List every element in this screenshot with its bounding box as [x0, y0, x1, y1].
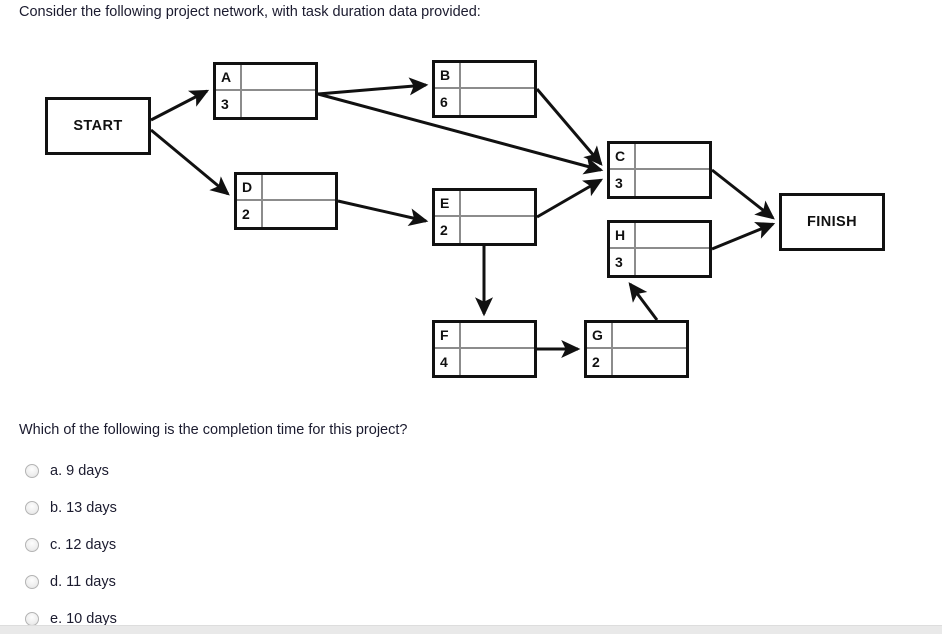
task-name-e: E — [435, 191, 461, 217]
edge-c-to-finish — [711, 168, 775, 220]
radio-button-d[interactable] — [25, 574, 39, 589]
task-name-g: G — [587, 323, 613, 349]
edge-h-to-finish — [711, 222, 776, 251]
edge-d-to-e — [337, 199, 429, 227]
task-duration-e: 2 — [435, 217, 461, 243]
task-name-a: A — [216, 65, 242, 91]
edge-b-to-c — [535, 88, 603, 166]
task-name-h: H — [610, 223, 636, 249]
edge-e-to-c — [536, 178, 604, 219]
answer-option-c[interactable]: c. 12 days — [19, 526, 439, 563]
task-cell-top-right-f — [461, 323, 534, 349]
task-cell-bottom-right-e — [461, 217, 534, 243]
terminal-node-start: START — [45, 97, 151, 155]
radio-button-b[interactable] — [25, 500, 39, 515]
answer-option-label-a: a. 9 days — [50, 462, 109, 479]
task-cell-top-right-d — [263, 175, 335, 201]
task-name-b: B — [435, 63, 461, 89]
task-duration-h: 3 — [610, 249, 636, 275]
task-cell-top-right-a — [242, 65, 315, 91]
task-duration-g: 2 — [587, 349, 613, 375]
answer-option-label-b: b. 13 days — [50, 499, 117, 516]
terminal-node-finish: FINISH — [779, 193, 885, 251]
bottom-bar — [0, 625, 942, 634]
radio-button-a[interactable] — [25, 463, 39, 478]
answer-option-label-c: c. 12 days — [50, 536, 117, 553]
task-cell-bottom-right-c — [636, 170, 709, 196]
task-cell-top-right-h — [636, 223, 709, 249]
answer-options-list: a. 9 days b. 13 days c. 12 days d. 11 days e… — [19, 452, 439, 637]
task-duration-a: 3 — [216, 91, 242, 117]
edge-a-to-b — [317, 77, 429, 96]
task-name-c: C — [610, 144, 636, 170]
answer-option-label-d: d. 11 days — [50, 573, 116, 590]
task-cell-top-right-b — [461, 63, 534, 89]
edge-start-to-d — [150, 128, 230, 196]
task-name-d: D — [237, 175, 263, 201]
task-duration-d: 2 — [237, 201, 263, 227]
answer-option-d[interactable]: d. 11 days — [19, 563, 439, 600]
radio-button-e[interactable] — [25, 611, 39, 626]
edge-g-to-h — [628, 282, 659, 321]
task-duration-b: 6 — [435, 89, 461, 115]
prompt-text: Consider the following project network, … — [19, 4, 481, 20]
task-cell-bottom-right-g — [613, 349, 686, 375]
task-cell-bottom-right-f — [461, 349, 534, 375]
task-cell-bottom-right-b — [461, 89, 534, 115]
terminal-label-finish: FINISH — [807, 214, 857, 230]
task-cell-bottom-right-a — [242, 91, 315, 117]
edge-a-to-c — [317, 92, 604, 175]
edge-group — [150, 77, 776, 358]
arrow-layer — [150, 77, 776, 358]
terminal-label-start: START — [73, 118, 123, 134]
edge-start-to-a — [150, 89, 210, 122]
task-cell-bottom-right-d — [263, 201, 335, 227]
answer-option-label-e: e. 10 days — [50, 610, 117, 627]
task-cell-bottom-right-h — [636, 249, 709, 275]
task-cell-top-right-c — [636, 144, 709, 170]
question-text: Which of the following is the completion… — [19, 422, 408, 438]
answer-option-a[interactable]: a. 9 days — [19, 452, 439, 489]
task-duration-f: 4 — [435, 349, 461, 375]
task-name-f: F — [435, 323, 461, 349]
task-cell-top-right-e — [461, 191, 534, 217]
task-duration-c: 3 — [610, 170, 636, 196]
radio-button-c[interactable] — [25, 537, 39, 552]
task-cell-top-right-g — [613, 323, 686, 349]
answer-option-b[interactable]: b. 13 days — [19, 489, 439, 526]
